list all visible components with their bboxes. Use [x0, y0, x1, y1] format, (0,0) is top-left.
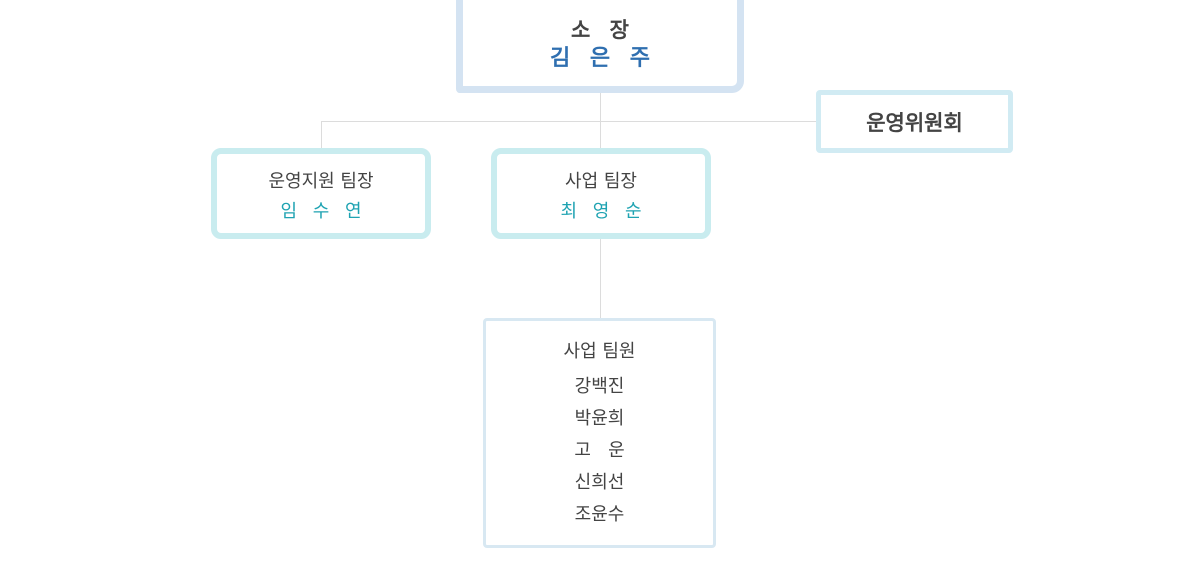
- director-box: 소 장 김 은 주: [456, 0, 744, 93]
- connector-horizontal: [321, 121, 817, 122]
- team-role: 사업 팀장: [565, 171, 637, 192]
- committee-label: 운영위원회: [866, 110, 963, 135]
- team-role: 운영지원 팀장: [268, 171, 374, 192]
- team-leader-name: 임 수 연: [280, 201, 367, 222]
- connector-team-to-members: [600, 239, 601, 320]
- director-role: 소 장: [571, 18, 635, 42]
- members-box: 사업 팀원 강백진 박윤희 고 운 신희선 조윤수: [483, 318, 716, 548]
- committee-box: 운영위원회: [816, 90, 1013, 153]
- team-box-operations: 운영지원 팀장 임 수 연: [211, 148, 431, 239]
- team-box-business: 사업 팀장 최 영 순: [491, 148, 711, 239]
- member-name: 신희선: [574, 472, 625, 493]
- member-name: 고 운: [574, 440, 625, 461]
- members-role: 사업 팀원: [563, 341, 636, 362]
- director-name: 김 은 주: [549, 46, 657, 71]
- member-name: 조윤수: [574, 504, 625, 525]
- member-name: 박윤희: [574, 408, 625, 429]
- member-name: 강백진: [574, 376, 625, 397]
- team-leader-name: 최 영 순: [560, 201, 647, 222]
- connector-left-team: [321, 121, 322, 150]
